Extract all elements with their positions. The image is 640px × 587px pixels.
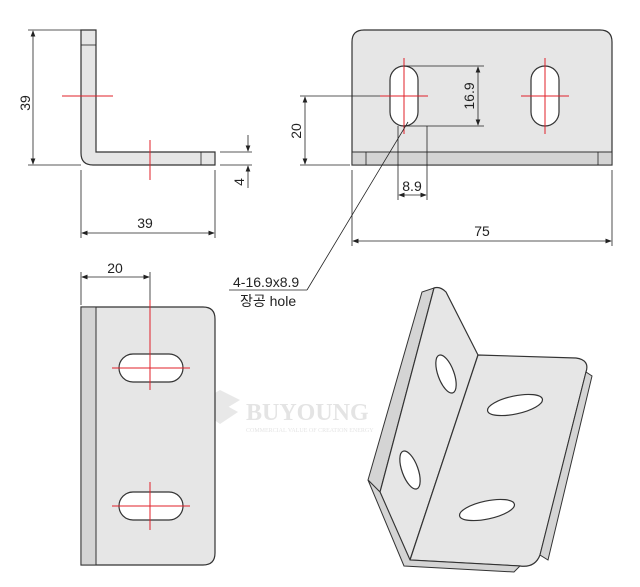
- front-view: 16.9 20 8.9 75: [288, 29, 613, 246]
- slot-height-dim-label: 20: [288, 123, 304, 139]
- thickness-dim-label: 4: [231, 178, 247, 186]
- height-dim-label: 39: [17, 95, 33, 111]
- hole-callout: 4-16.9x8.9 장공 hole: [229, 121, 409, 309]
- side-view: 39 39 4: [17, 29, 252, 238]
- slot-width-dim-label: 8.9: [402, 178, 422, 194]
- top-view: 20: [80, 260, 216, 566]
- total-width-dim-label: 75: [474, 223, 490, 239]
- width-dim-label: 39: [137, 215, 153, 231]
- slot-length-dim-label: 16.9: [461, 82, 477, 109]
- watermark-brand: BUYOUNG: [246, 400, 369, 426]
- callout-spec: 4-16.9x8.9: [233, 274, 299, 290]
- watermark: BUYOUNG COMMERCIAL VALUE OF CREATION ENE…: [203, 390, 374, 434]
- callout-label: 장공 hole: [240, 293, 296, 309]
- offset-dim-label: 20: [107, 260, 123, 276]
- isometric-view: [367, 286, 593, 573]
- watermark-tagline: COMMERCIAL VALUE OF CREATION ENERGY: [246, 428, 374, 434]
